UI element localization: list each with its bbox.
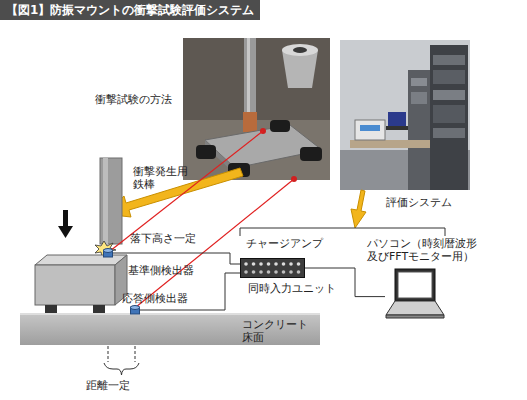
amp-connector bbox=[282, 270, 286, 274]
device-label: パソコン（時刻暦波形 及びFFTモニター用） bbox=[367, 237, 485, 263]
amp-connector bbox=[297, 270, 301, 274]
evaluation-system-photo bbox=[430, 45, 468, 190]
evaluation-system-photo bbox=[433, 105, 465, 123]
impact-test-photo bbox=[282, 44, 318, 56]
laptop-lid bbox=[395, 269, 435, 301]
amp-knob bbox=[252, 262, 256, 266]
distance-bracket bbox=[104, 363, 139, 375]
dimension-note: 落下高さ一定 bbox=[130, 232, 210, 245]
amp-case bbox=[241, 259, 305, 278]
amp-knob bbox=[244, 262, 248, 266]
impact-test-photo bbox=[243, 112, 257, 132]
signal-cable bbox=[305, 268, 385, 297]
evaluation-system-photo bbox=[340, 40, 470, 190]
laptop-screen bbox=[398, 272, 432, 298]
dimension-note: 距離一定 bbox=[86, 379, 146, 392]
yellow-arrow bbox=[351, 190, 366, 228]
evaluation-system-photo bbox=[433, 70, 465, 84]
evaluation-system-photo bbox=[350, 140, 430, 148]
test-box bbox=[35, 255, 127, 313]
evaluation-system-photo bbox=[360, 125, 380, 131]
sensor-top bbox=[104, 249, 113, 253]
evaluation-system-photo bbox=[340, 40, 470, 190]
signal-cable bbox=[140, 273, 240, 310]
figure-title: 【図1】防振マウントの衝撃試験評価システム bbox=[0, 0, 260, 20]
amp-connector bbox=[289, 270, 293, 274]
evaluation-system-photo bbox=[411, 92, 427, 104]
amp-knob bbox=[267, 262, 271, 266]
amp-connector bbox=[267, 270, 271, 274]
amp-knob bbox=[259, 262, 263, 266]
amp-connector bbox=[274, 270, 278, 274]
photo-caption: 衝撃試験の方法 bbox=[95, 93, 185, 106]
amp-knob bbox=[297, 262, 301, 266]
amp-knob bbox=[274, 262, 278, 266]
iron-bar bbox=[103, 158, 108, 244]
evaluation-system-photo bbox=[355, 120, 385, 140]
iron-bar bbox=[100, 158, 122, 244]
floor-label: コンクリート 床面 bbox=[242, 318, 316, 344]
impact-test-photo bbox=[300, 147, 322, 161]
test-box bbox=[35, 265, 115, 305]
evaluation-system-photo bbox=[433, 90, 465, 100]
impact-test-photo bbox=[196, 145, 216, 159]
test-box bbox=[35, 255, 127, 265]
impact-test-photo bbox=[183, 38, 330, 182]
test-box bbox=[93, 305, 105, 313]
photo-caption: 評価システム bbox=[386, 196, 466, 209]
impact-test-photo bbox=[183, 38, 330, 180]
group-bracket bbox=[240, 228, 445, 236]
sensor-label: 基準側検出器 bbox=[128, 264, 208, 277]
node-shape bbox=[103, 248, 113, 258]
part-name: 衝撃発生用 鉄棒 bbox=[133, 165, 193, 191]
sensor-top bbox=[131, 306, 140, 310]
evaluation-system-photo bbox=[388, 112, 406, 126]
test-box bbox=[45, 305, 57, 313]
impact-test-photo bbox=[270, 120, 290, 132]
evaluation-system-photo bbox=[386, 126, 408, 130]
device-label: チャージアンプ bbox=[246, 237, 336, 250]
evaluation-system-photo bbox=[433, 55, 465, 65]
charge-amplifier: チャージアンプ同時入力ユニット bbox=[240, 258, 305, 278]
amp-knob bbox=[282, 262, 286, 266]
node-shape bbox=[130, 305, 140, 315]
amp-connector bbox=[259, 270, 263, 274]
sensor-label: 応答側検出器 bbox=[122, 292, 202, 305]
evaluation-system-photo bbox=[433, 128, 465, 138]
node-shape bbox=[385, 268, 445, 320]
laptop-edge bbox=[386, 315, 444, 318]
drop-arrow bbox=[58, 226, 73, 238]
personal-computer: パソコン（時刻暦波形 及びFFTモニター用） bbox=[385, 268, 445, 320]
reference-sensor: 基準側検出器 bbox=[103, 248, 113, 258]
evaluation-system-photo bbox=[411, 78, 427, 86]
iron-bar bbox=[100, 158, 122, 244]
amp-connector bbox=[252, 270, 256, 274]
signal-cable bbox=[113, 253, 240, 264]
response-sensor: 応答側検出器 bbox=[130, 305, 140, 315]
drop-arrow bbox=[63, 210, 68, 228]
evaluation-system-photo bbox=[408, 70, 430, 190]
node-shape bbox=[240, 258, 305, 278]
amp-connector bbox=[244, 270, 248, 274]
impact-test-photo bbox=[293, 47, 307, 53]
concrete-floor: コンクリート 床面 bbox=[20, 313, 320, 345]
leader-line bbox=[110, 131, 263, 251]
device-label: 同時入力ユニット bbox=[248, 282, 348, 295]
drop-arrow bbox=[58, 210, 73, 238]
amp-knob bbox=[289, 262, 293, 266]
laptop-base bbox=[386, 301, 444, 315]
